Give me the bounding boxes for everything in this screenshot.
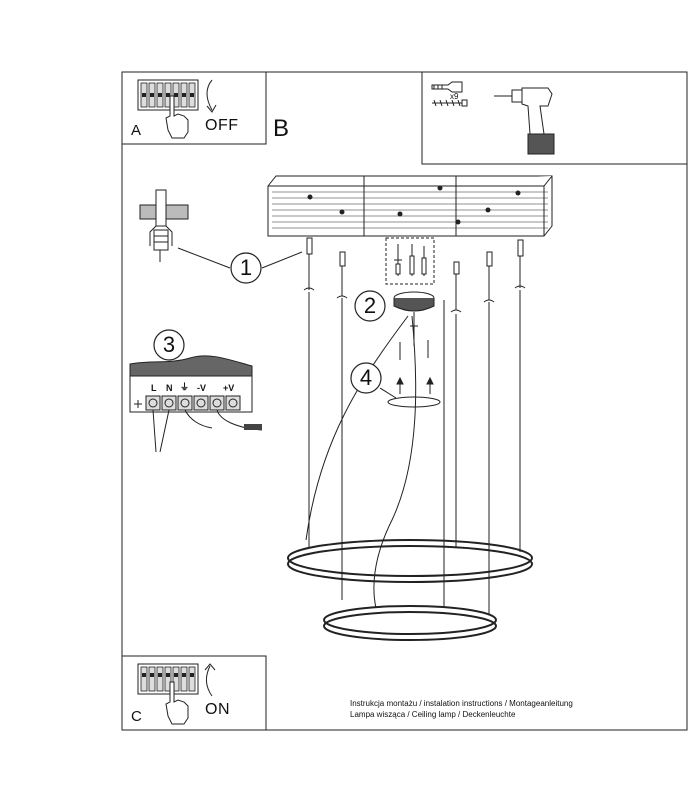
- step-1-circle: [230, 252, 262, 284]
- footer-line-2: Lampa wisząca / Ceiling lamp / Deckenleu…: [350, 710, 516, 719]
- step-4-number: 4: [359, 365, 373, 390]
- callout-line-4: [379, 387, 397, 399]
- canopy-icon: [393, 291, 435, 327]
- panel-b-letter: B: [273, 115, 290, 142]
- step-2-number: 2: [363, 293, 377, 318]
- fuse-box-icon: [137, 79, 199, 111]
- step-4-circle: [350, 362, 382, 394]
- ring-lamp-icon: [287, 539, 533, 641]
- drill-icon: [494, 87, 555, 155]
- screw-anchor-icon: [431, 81, 468, 107]
- terminal-label-l: L: [151, 383, 157, 393]
- suspension-cable-set: [306, 237, 524, 310]
- step-3-circle: [153, 329, 185, 361]
- callout-line-1b: [261, 251, 303, 269]
- terminal-block-icon: [129, 355, 263, 453]
- terminal-label-ground: ⏚: [180, 382, 190, 392]
- screw-set-dashed-box: [385, 237, 435, 285]
- screw-count: x9: [450, 92, 459, 101]
- power-cable-b: [305, 315, 409, 541]
- panel-c-frame: [121, 655, 267, 731]
- mounting-plate-icon: [387, 396, 441, 408]
- footer-line-1: Instrukcja montażu / instalation instruc…: [350, 699, 573, 708]
- power-cable: [373, 315, 417, 609]
- callout-line-1: [177, 247, 231, 269]
- curved-arrow-icon-c: [204, 663, 216, 697]
- sheet-border: [121, 71, 688, 731]
- curved-arrow-icon: [206, 79, 217, 113]
- terminal-label-n: N: [166, 383, 173, 393]
- step-2-circle: [354, 290, 386, 322]
- panel-c-letter: C: [131, 708, 142, 725]
- step-3-number: 3: [162, 332, 176, 357]
- terminal-connector: [244, 424, 262, 430]
- hand-icon-c: [165, 681, 189, 725]
- fuse-box-icon-c: [137, 663, 199, 695]
- screw-icons: [394, 244, 427, 276]
- cable-clip-marks: [303, 285, 526, 313]
- up-arrow-icons: [396, 376, 434, 394]
- terminal-label-minus-v: -V: [197, 383, 206, 393]
- panel-a-letter: A: [131, 122, 142, 139]
- step-1-number: 1: [239, 255, 253, 280]
- panel-c-switch-label: ON: [205, 701, 230, 718]
- hand-icon: [165, 95, 189, 139]
- terminal-label-plus-v: +V: [223, 383, 235, 393]
- wall-plug-icon: [139, 189, 189, 262]
- panel-a-frame: [121, 71, 267, 145]
- panel-a-switch-label: OFF: [205, 117, 239, 134]
- tools-box: [421, 71, 688, 165]
- ceiling-plate-icon: [267, 175, 553, 237]
- step-circles: [153, 252, 386, 394]
